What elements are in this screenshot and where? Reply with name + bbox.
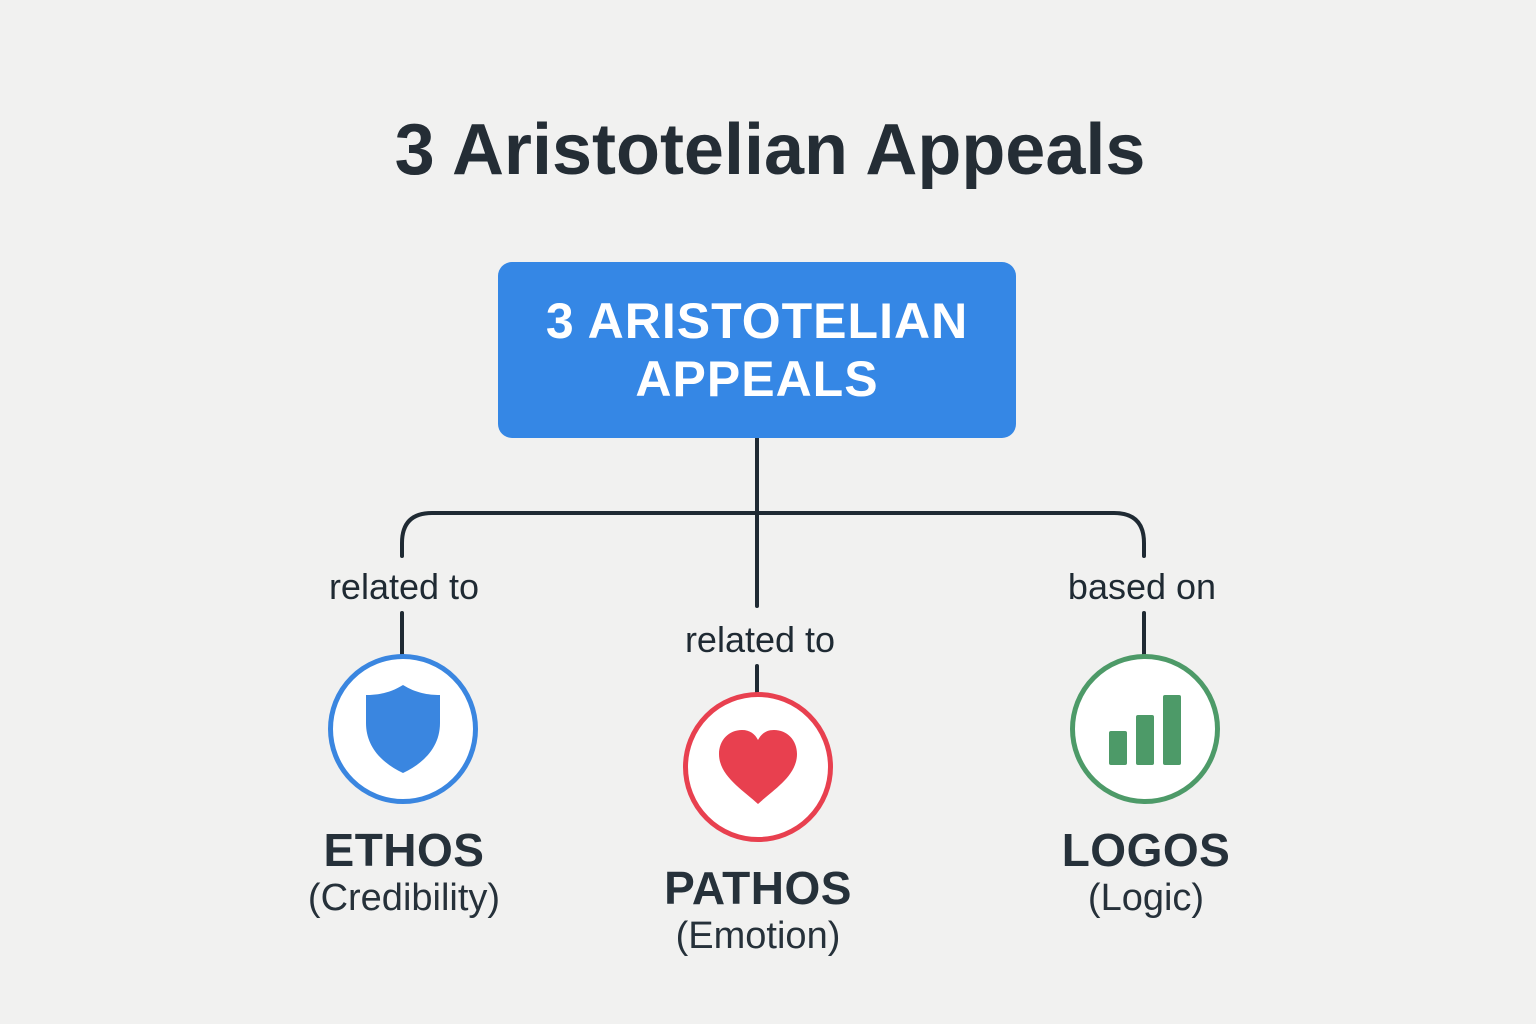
ethos-icon-circle xyxy=(328,654,478,804)
shield-icon xyxy=(366,685,440,773)
pathos-edge-label: related to xyxy=(684,619,836,660)
root-node: 3 ARISTOTELIAN APPEALS xyxy=(498,262,1016,438)
root-node-line-2: APPEALS xyxy=(635,351,879,407)
bar-chart-icon xyxy=(1109,695,1181,765)
logos-edge-label: based on xyxy=(1067,566,1217,607)
ethos-name: ETHOS xyxy=(323,824,485,876)
page-title: 3 Aristotelian Appeals xyxy=(394,110,1146,190)
ethos-description: (Credibility) xyxy=(307,877,501,919)
logos-icon-circle xyxy=(1070,654,1220,804)
branch-bar-line xyxy=(400,511,1146,558)
bar-chart-bar-tall xyxy=(1163,695,1181,765)
ethos-edge-label: related to xyxy=(328,566,480,607)
bar-chart-bar-short xyxy=(1109,731,1127,765)
pathos-name: PATHOS xyxy=(664,862,852,914)
pathos-description: (Emotion) xyxy=(675,915,841,957)
logos-description: (Logic) xyxy=(1087,877,1205,919)
pathos-icon-circle xyxy=(683,692,833,842)
root-node-line-1: 3 ARISTOTELIAN xyxy=(545,293,969,349)
bar-chart-bar-medium xyxy=(1136,715,1154,765)
logos-name: LOGOS xyxy=(1061,824,1231,876)
heart-icon xyxy=(719,730,797,804)
